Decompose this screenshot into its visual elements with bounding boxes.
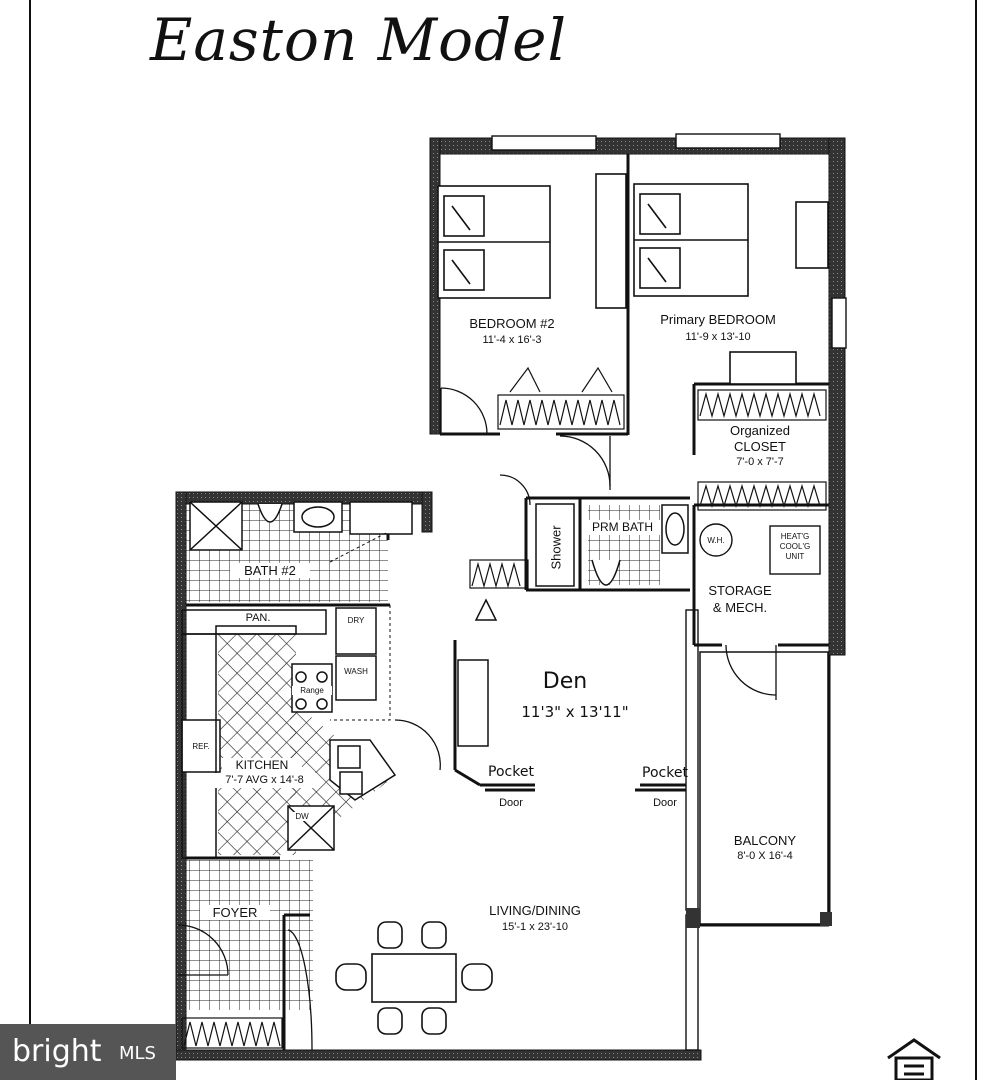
kitchen-label: KITCHEN — [222, 758, 302, 773]
dining-set — [335, 921, 493, 1035]
mech-equipment — [699, 523, 821, 575]
pocket-door-left-1: Pocket — [488, 764, 534, 780]
balcony-label: BALCONY — [733, 833, 797, 848]
primary-bedroom-size: 11'-9 x 13'-10 — [685, 331, 751, 343]
closet-label-1: Organized — [730, 423, 790, 438]
pocket-door-left-2: Door — [499, 797, 523, 809]
den-furniture — [457, 598, 498, 747]
pantry-label: PAN. — [245, 612, 271, 624]
den-size: 11'3" x 13'11" — [521, 703, 629, 721]
bath2-label: BATH #2 — [230, 563, 310, 578]
prm-bath-label: PRM BATH — [585, 520, 660, 535]
washer-label: WASH — [344, 667, 368, 676]
kitchen-size: 7'-7 AVG x 14'-8 — [212, 773, 317, 788]
primary-bedroom-label: Primary BEDROOM — [660, 312, 776, 327]
dishwasher-label: DW — [292, 812, 312, 821]
closet-size: 7'-0 x 7'-7 — [736, 456, 784, 468]
range-label: Range — [292, 686, 332, 695]
door-swings — [177, 387, 777, 1051]
closet-rods — [181, 366, 827, 1049]
pocket-door-right-2: Door — [653, 797, 677, 809]
pocket-door-right-1: Pocket — [642, 765, 688, 781]
storage-label-1: STORAGE — [708, 583, 772, 598]
den-label: Den — [542, 669, 588, 694]
refrigerator-label: REF. — [192, 742, 210, 751]
plan-title: Easton Model — [150, 6, 568, 74]
equal-housing-icon — [887, 1038, 941, 1080]
bright-mls-watermark: bright MLS — [0, 1024, 176, 1080]
bath-fixtures — [189, 501, 689, 587]
storage-label-2: & MECH. — [712, 600, 768, 615]
heat-unit-1: HEAT'G — [780, 532, 810, 541]
living-dining-size: 15'-1 x 23'-10 — [502, 921, 568, 933]
dashed-lines — [329, 531, 391, 721]
page-frame — [29, 0, 977, 1080]
shower-label: Shower — [548, 525, 564, 570]
windows — [491, 133, 847, 1051]
closet-label-2: CLOSET — [733, 439, 786, 454]
balcony-post — [820, 912, 832, 926]
balcony-size: 8'-0 X 16'-4 — [737, 850, 793, 862]
heat-unit-3: UNIT — [785, 552, 805, 561]
balcony-outline — [699, 651, 829, 925]
dryer-label: DRY — [347, 616, 365, 625]
water-heater-label: W.H. — [707, 536, 725, 545]
exterior-walls — [175, 137, 846, 1061]
heat-unit-2: COOL'G — [779, 542, 811, 551]
beds — [437, 173, 829, 385]
foyer-label: FOYER — [200, 905, 270, 920]
living-dining-label: LIVING/DINING — [489, 903, 581, 918]
watermark-brand: bright — [12, 1034, 102, 1069]
kitchen-appliances — [181, 607, 397, 859]
watermark-suffix: MLS — [119, 1043, 156, 1064]
interior-walls — [186, 154, 831, 1050]
bedroom2-size: 11'-4 x 16'-3 — [482, 334, 542, 346]
balcony-post — [686, 908, 700, 928]
bedroom2-label: BEDROOM #2 — [469, 316, 555, 331]
